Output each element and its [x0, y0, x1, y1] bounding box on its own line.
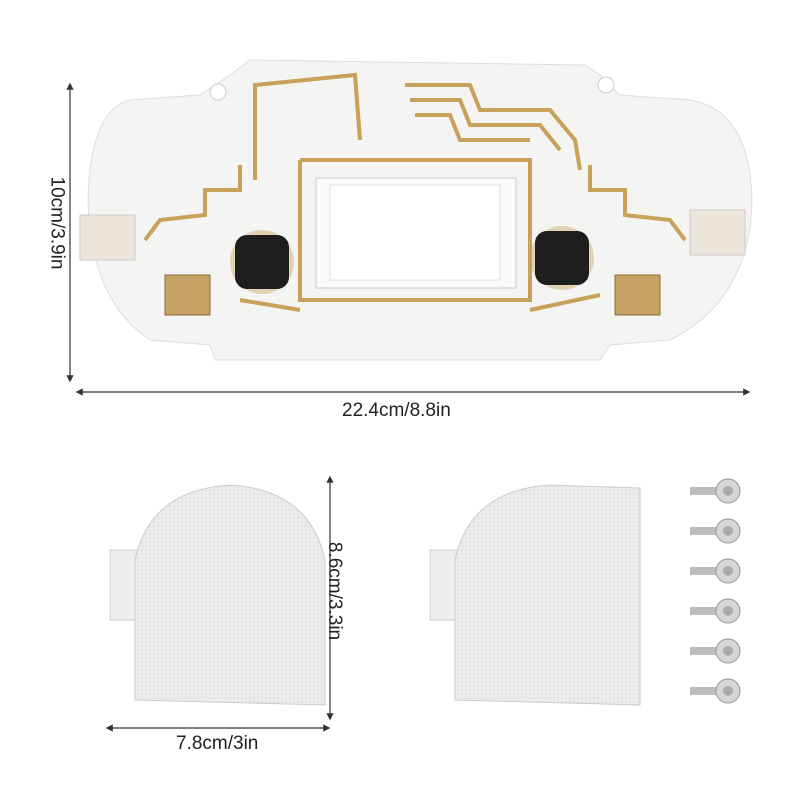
- main-width-label: 22.4cm/8.8in: [342, 400, 451, 421]
- lens-height-label: 8.6cm/3.3in: [324, 541, 346, 641]
- contact-clip-right: [614, 274, 661, 316]
- screws: [689, 478, 741, 704]
- contact-clip-left: [164, 274, 211, 316]
- bulb-socket-right: [530, 226, 594, 290]
- lens-cover-left: [109, 484, 326, 706]
- lens-width-label: 7.8cm/3in: [176, 733, 259, 754]
- copper-traces: [143, 72, 687, 312]
- bulb-socket-left: [230, 230, 294, 294]
- main-height-label: 10cm/3.9in: [46, 176, 68, 270]
- lens-cover-right: [429, 484, 641, 706]
